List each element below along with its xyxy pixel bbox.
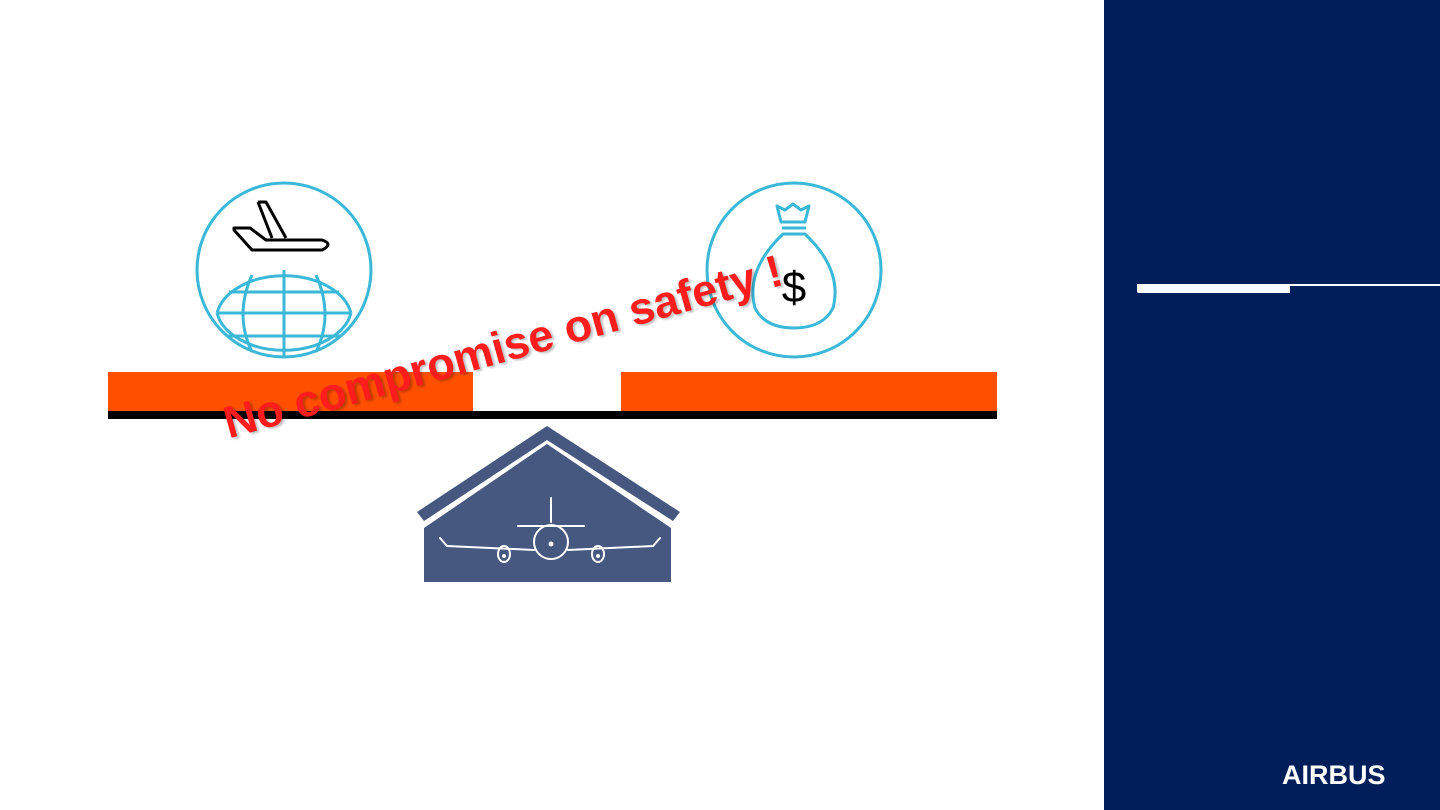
airplane-icon bbox=[232, 200, 330, 252]
hangar-airplane-icon bbox=[417, 426, 680, 582]
left-scale-pan bbox=[108, 372, 473, 412]
dollar-icon: $ bbox=[782, 263, 806, 312]
money-bag-dollar-icon: $ bbox=[705, 181, 883, 359]
panel-divider-accent bbox=[1137, 284, 1290, 293]
right-scale-pan bbox=[621, 372, 997, 412]
airbus-logo: AIRBUS bbox=[1282, 760, 1386, 790]
scale-beam bbox=[108, 411, 997, 419]
right-icon-circle bbox=[705, 181, 883, 359]
airplane-over-globe-icon bbox=[195, 181, 373, 359]
side-panel bbox=[1104, 0, 1440, 810]
globe-icon bbox=[215, 270, 353, 357]
